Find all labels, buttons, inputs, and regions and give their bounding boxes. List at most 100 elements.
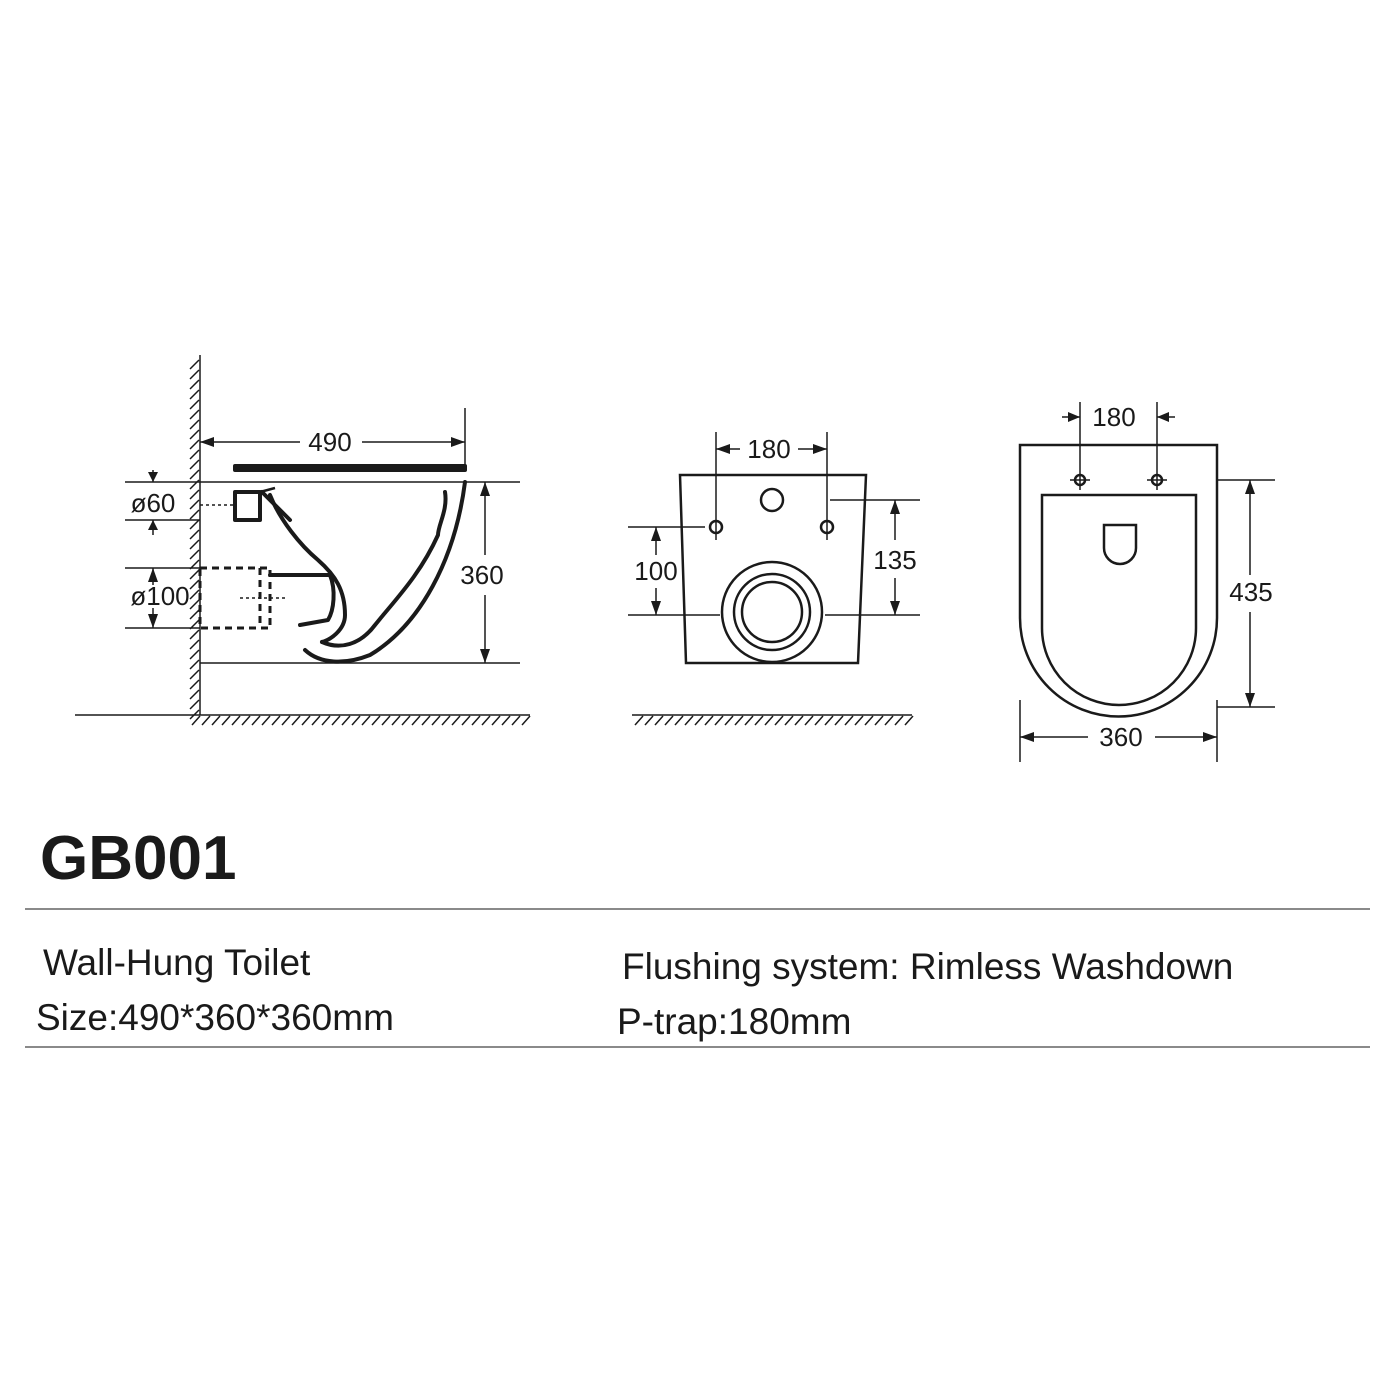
hatch-mark [471,715,481,726]
hatch-mark [291,715,301,726]
arrowhead [148,614,158,628]
arrowhead [1020,732,1034,742]
spec-trap: P-trap:180mm [617,1001,852,1042]
dim-front-135-label: 135 [873,545,916,575]
hatch-mark [854,715,864,726]
arrowhead [148,472,158,482]
hatch-mark [189,389,200,400]
hatch-mark [189,659,200,670]
hatch-mark [804,715,814,726]
dim-top-435-label: 435 [1229,577,1272,607]
arrowhead [1245,480,1255,494]
hatch-mark [189,639,200,650]
arrowhead [480,482,490,496]
hatch-mark [189,449,200,460]
hatch-mark [189,519,200,530]
hatch-mark [694,715,704,726]
hatch-mark [644,715,654,726]
flush-outlet [1102,523,1138,566]
hatch-mark [664,715,674,726]
hatch-mark [189,529,200,540]
hatch-mark [189,359,200,370]
hatch-mark [744,715,754,726]
hatch-mark [654,715,664,726]
technical-drawing: 490 360 ø60 ø100 180 [75,355,1275,762]
hatch-mark [704,715,714,726]
hatch-mark [189,499,200,510]
hatch-mark [361,715,371,726]
arrowhead [148,568,158,582]
arrowhead [813,444,827,454]
hatch-mark [794,715,804,726]
hatch-mark [189,459,200,470]
spec-size: Size:490*360*360mm [36,997,394,1038]
arrowhead [716,444,730,454]
hatch-mark [189,609,200,620]
hatch-mark [231,715,241,726]
inlet-hole [759,487,785,513]
hatch-mark [189,539,200,550]
hatch-mark [764,715,774,726]
hatch-mark [511,715,521,726]
hatch-mark [411,715,421,726]
hatch-mark [189,599,200,610]
arrowhead [651,601,661,615]
hatch-mark [191,715,201,726]
divider-bottom [25,1046,1370,1048]
hatch-mark [481,715,491,726]
hatch-mark [221,715,231,726]
bowl-inner [320,490,448,648]
hatch-mark [189,419,200,430]
hatch-mark [189,589,200,600]
dim-60-label: ø60 [131,488,176,518]
hatch-mark [441,715,451,726]
hatch-mark [674,715,684,726]
hatch-mark [189,409,200,420]
hatch-mark [281,715,291,726]
side-view: 490 360 ø60 ø100 [75,355,531,726]
hatch-mark [189,569,200,580]
hatch-mark [724,715,734,726]
hatch-mark [189,579,200,590]
dim-360-label: 360 [460,560,503,590]
inlet-connector [233,490,262,522]
hatch-mark [189,629,200,640]
hatch-mark [189,439,200,450]
bowl-opening [1040,493,1198,707]
hatch-mark [784,715,794,726]
wall-hatch [189,359,200,720]
hatch-mark [271,715,281,726]
hatch-mark [501,715,511,726]
hatch-mark [844,715,854,726]
hatch-mark [714,715,724,726]
hatch-mark [189,689,200,700]
dim-top-180-label: 180 [1092,402,1135,432]
dim-top-360-label: 360 [1099,722,1142,752]
hatch-mark [401,715,411,726]
floor-hatch [191,715,531,726]
hatch-mark [431,715,441,726]
seat-lid [233,464,467,472]
hatch-mark [341,715,351,726]
hatch-mark [421,715,431,726]
hatch-mark [189,429,200,440]
spec-flushing-system: Flushing system: Rimless Washdown [622,946,1234,987]
hatch-mark [824,715,834,726]
hatch-mark [864,715,874,726]
hatch-mark [189,379,200,390]
hatch-mark [684,715,694,726]
hatch-mark [189,669,200,680]
hatch-mark [634,715,644,726]
hatch-mark [351,715,361,726]
hatch-mark [461,715,471,726]
hatch-mark [814,715,824,726]
arrowhead [1245,693,1255,707]
hatch-mark [189,469,200,480]
outlet-outer [720,560,824,664]
divider-top [25,908,1370,910]
hatch-mark [251,715,261,726]
hatch-mark [189,649,200,660]
hatch-mark [261,715,271,726]
arrowhead [200,437,214,447]
hatch-mark [211,715,221,726]
